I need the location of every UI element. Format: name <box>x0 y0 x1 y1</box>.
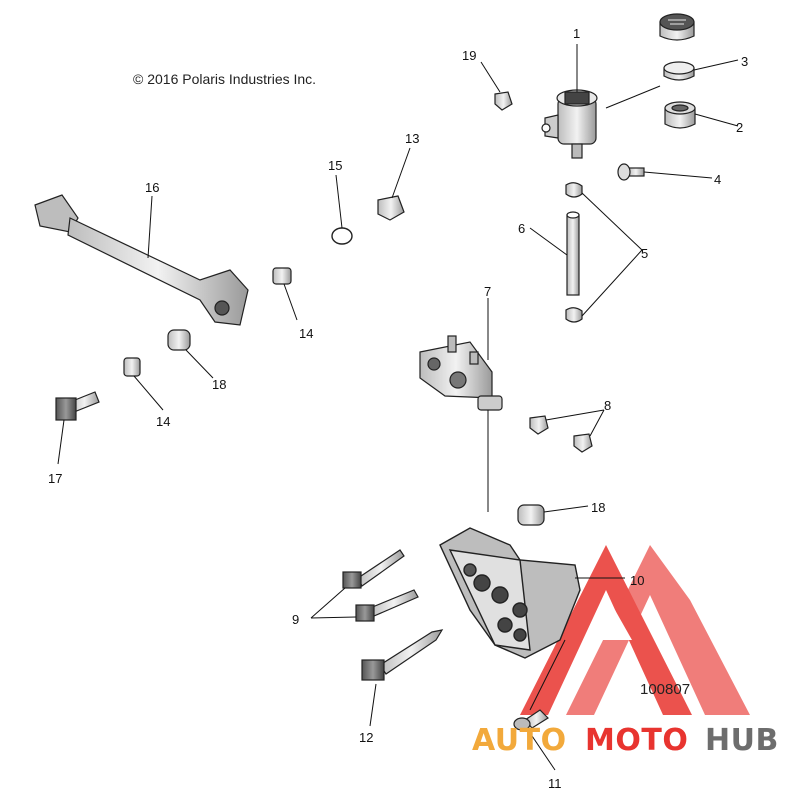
leader-lines <box>57 44 739 771</box>
part-9-bolt <box>342 549 419 622</box>
callout-14a: 14 <box>299 326 313 341</box>
part-5-hose-clamp <box>565 182 583 323</box>
part-10-pedal-bracket <box>439 527 581 659</box>
part-2-seal <box>664 101 696 129</box>
callout-16: 16 <box>145 180 159 195</box>
watermark-auto: AUTO <box>472 723 567 758</box>
callout-3: 3 <box>741 54 748 69</box>
callout-labels: 1 2 3 4 5 6 7 8 9 10 11 12 13 14 14 15 1… <box>48 26 748 791</box>
figure-number: 100807 <box>640 681 691 698</box>
part-3-diaphragm <box>663 61 695 81</box>
callout-18b: 18 <box>591 500 605 515</box>
callout-4: 4 <box>714 172 721 187</box>
part-8-nut <box>529 415 593 453</box>
part-17-shoulder-bolt <box>55 391 100 421</box>
watermark-hub: HUB <box>705 723 779 758</box>
watermark-moto: MOTO <box>585 723 688 758</box>
callout-2: 2 <box>736 120 743 135</box>
part-14-bushing <box>123 267 292 377</box>
callout-11: 11 <box>548 776 562 791</box>
part-1-brake-reservoir <box>541 89 598 159</box>
callout-10: 10 <box>630 573 644 588</box>
part-4-screw <box>617 163 645 181</box>
callout-17: 17 <box>48 471 62 486</box>
copyright-notice: © 2016 Polaris Industries Inc. <box>133 71 317 87</box>
callout-1: 1 <box>573 26 580 41</box>
callout-18a: 18 <box>212 377 226 392</box>
part-11-pin <box>513 709 549 731</box>
watermark-logo-triangle <box>520 545 750 715</box>
part-15-retaining-clip <box>331 227 353 245</box>
callout-6: 6 <box>518 221 525 236</box>
part-12-long-bolt <box>361 629 444 681</box>
reservoir-cap <box>659 13 695 41</box>
callout-14b: 14 <box>156 414 170 429</box>
callout-12: 12 <box>359 730 373 745</box>
callout-15: 15 <box>328 158 342 173</box>
part-7-master-cylinder <box>419 335 503 411</box>
part-19-nut <box>494 91 513 111</box>
callout-5: 5 <box>641 246 648 261</box>
part-18-spacer <box>167 329 545 526</box>
watermark-wordmark: AUTO MOTO HUB <box>472 723 779 758</box>
callout-7: 7 <box>484 284 491 299</box>
callout-13: 13 <box>405 131 419 146</box>
callout-8: 8 <box>604 398 611 413</box>
part-16-brake-pedal <box>34 194 249 326</box>
callout-9: 9 <box>292 612 299 627</box>
callout-19: 19 <box>462 48 476 63</box>
part-13-nut <box>377 195 405 221</box>
part-6-hose <box>566 211 580 296</box>
